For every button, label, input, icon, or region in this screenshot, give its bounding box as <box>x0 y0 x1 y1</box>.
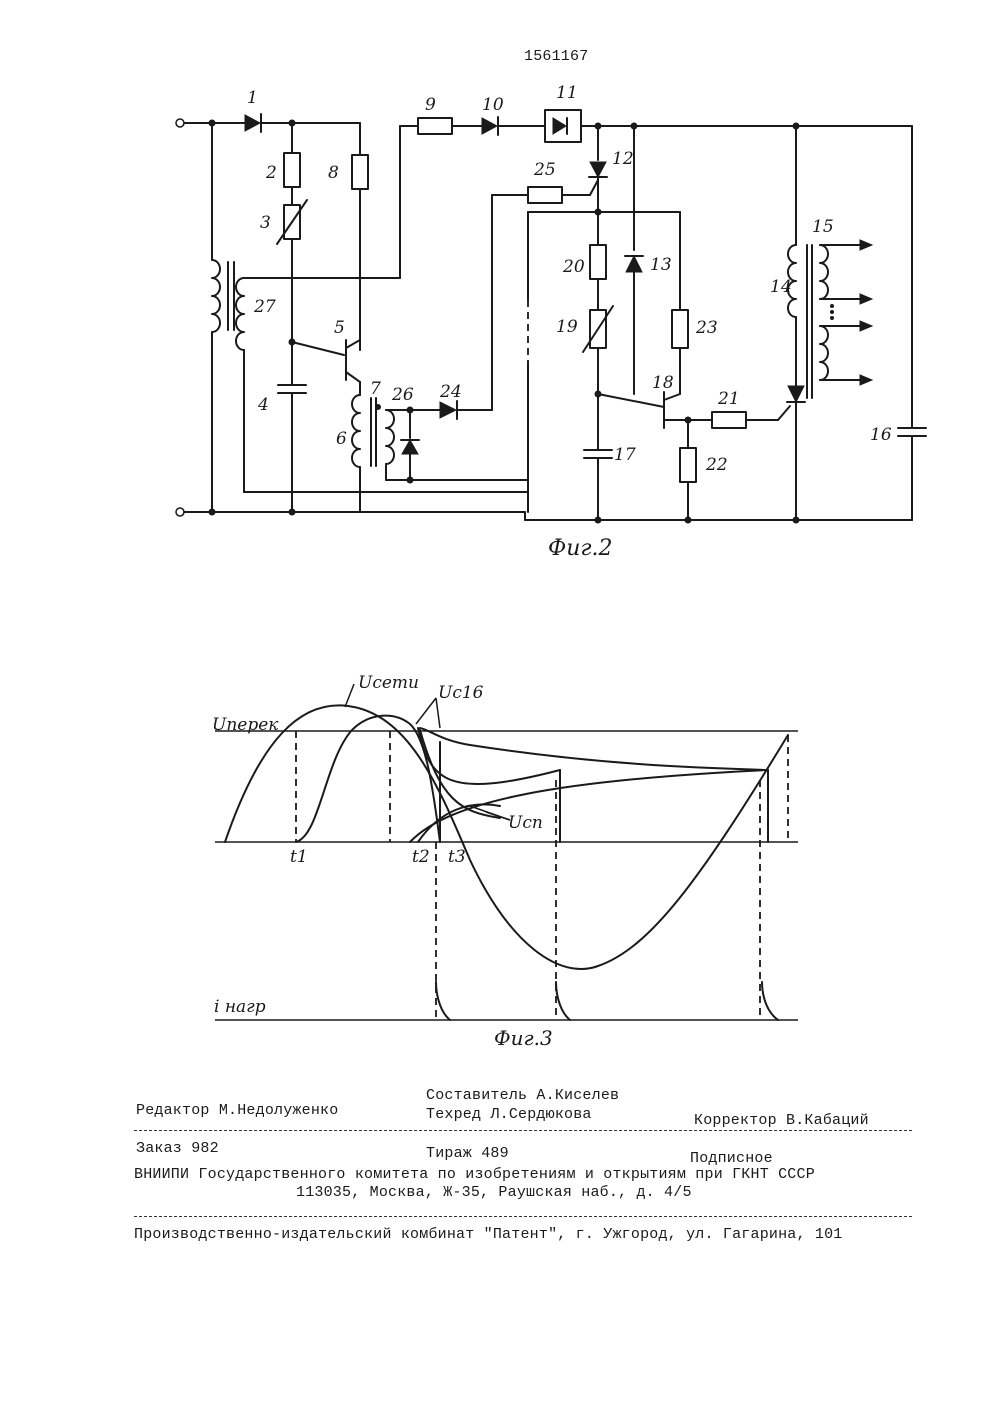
label-u-ref: Uперек <box>212 715 279 735</box>
label-u-cp: Uсп <box>508 813 543 833</box>
label-t2: t2 <box>412 847 430 867</box>
label-t1: t1 <box>290 847 308 867</box>
footer-address: 113035, Москва, Ж-35, Раушская наб., д. … <box>296 1184 692 1201</box>
label-i-load: i нагр <box>214 997 266 1017</box>
label-t3: t3 <box>448 847 466 867</box>
footer-corrector: Корректор В.Кабаций <box>694 1112 869 1129</box>
footer-printer: Производственно-издательский комбинат "П… <box>134 1226 843 1243</box>
label-u-net: Uсети <box>358 673 419 693</box>
figure3-caption: Фиг.3 <box>494 1026 553 1050</box>
footer-techred: Техред Л.Сердюкова <box>426 1106 592 1123</box>
footer-subscription: Подписное <box>690 1150 773 1167</box>
footer-circulation: Тираж 489 <box>426 1145 509 1162</box>
label-u-c16: Uс16 <box>438 683 484 703</box>
footer-divider-1 <box>134 1130 912 1131</box>
footer-divider-2 <box>134 1216 912 1217</box>
footer-institute: ВНИИПИ Государственного комитета по изоб… <box>134 1166 815 1183</box>
footer-editor: Редактор М.Недолуженко <box>136 1102 338 1119</box>
footer-order: Заказ 982 <box>136 1140 219 1157</box>
waveform-diagram: Uсети Uс16 Uперек Uсп i нагр t1 t2 t3 <box>0 0 1000 1060</box>
footer-compiler: Составитель А.Киселев <box>426 1087 619 1104</box>
